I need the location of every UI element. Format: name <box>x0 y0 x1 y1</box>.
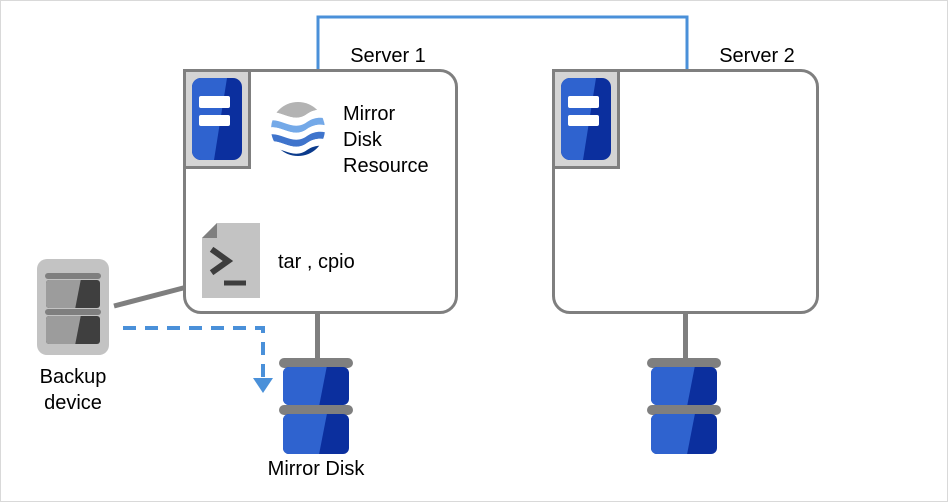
server-2-disk-cable <box>683 313 688 363</box>
backup-cap-top <box>44 273 102 279</box>
backup-flow-arrow <box>123 326 273 393</box>
mirror-disk-label: Mirror Disk <box>267 458 365 480</box>
server-1-server-icon <box>183 69 251 169</box>
mirror-disk-1-icon <box>279 358 353 456</box>
server-2-server-icon <box>552 69 620 169</box>
backup-cap-middle <box>44 309 102 315</box>
disk-platter-upper <box>283 367 349 405</box>
disk-platter-upper <box>651 367 717 405</box>
disk-cap-top <box>279 358 353 368</box>
backup-platter-upper <box>46 280 100 308</box>
disk-cap-middle <box>647 405 721 415</box>
disk-cap-top <box>647 358 721 368</box>
backup-device-label: Backup device <box>39 366 107 414</box>
terminal-document-icon <box>202 223 260 298</box>
server-icon-body <box>192 78 242 160</box>
server-1-title: Server 1 <box>350 45 426 67</box>
server-icon-bar-bottom <box>568 114 599 127</box>
server-1-disk-cable <box>315 313 320 363</box>
disk-platter-lower <box>651 414 717 454</box>
backup-device-cable <box>113 284 188 309</box>
mirror-disk-resource-label: Mirror Disk Resource <box>343 103 429 177</box>
backup-platter-lower <box>46 316 100 344</box>
mirror-disk-2-icon <box>647 358 721 456</box>
server-icon-bar-top <box>199 96 230 108</box>
disk-platter-lower <box>283 414 349 454</box>
tar-cpio-label: tar , cpio <box>278 251 355 273</box>
server-2-title: Server 2 <box>719 45 795 67</box>
server-icon-bar-bottom <box>199 114 230 127</box>
server-icon-bar-top <box>568 96 599 108</box>
server-icon-body <box>561 78 611 160</box>
backup-device-icon <box>37 259 109 355</box>
mirror-disk-resource-logo-icon <box>269 100 327 158</box>
disk-cap-middle <box>279 405 353 415</box>
